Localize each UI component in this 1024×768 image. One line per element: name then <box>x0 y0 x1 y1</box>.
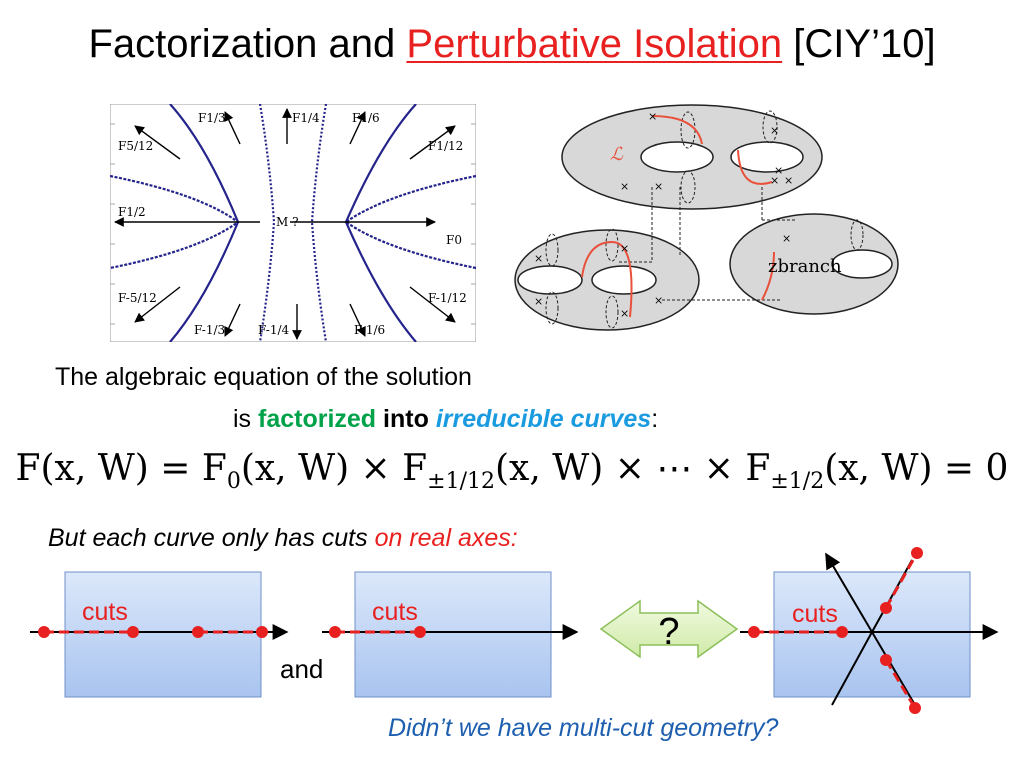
text-factorized: factorized <box>258 405 377 433</box>
label-f1-2: F1/2 <box>118 205 146 219</box>
title-suffix: [CIY’10] <box>782 22 936 66</box>
eq-part-4: (x, W) = 0 <box>824 448 1009 489</box>
cuts-statement-prefix: But each curve only has cuts <box>48 524 375 552</box>
svg-text:×: × <box>620 307 629 320</box>
text-line-1: The algebraic equation of the solution <box>55 363 472 391</box>
text-colon: : <box>651 405 659 433</box>
right-figure-tori: ××× ×××× ×××× ×× ℒ zbranch <box>514 104 899 331</box>
text-line-2: is factorized into irreducible curves: <box>233 405 658 434</box>
svg-text:×: × <box>784 174 793 187</box>
cuts-label-2: cuts <box>372 598 418 626</box>
eq-part-1: F(x, W) = F <box>15 448 227 489</box>
label-f1-6: F1/6 <box>352 111 380 125</box>
text-into: into <box>376 405 436 433</box>
svg-text:×: × <box>620 242 629 255</box>
label-f-1-3: F-1/3 <box>194 323 225 337</box>
eq-sub-0: 0 <box>226 469 241 494</box>
svg-text:×: × <box>534 252 543 265</box>
eq-part-3: (x, W) × ⋯ × F <box>494 448 771 489</box>
cuts-statement: But each curve only has cuts on real axe… <box>48 524 518 553</box>
label-f1-4: F1/4 <box>292 111 320 125</box>
plane-box-3 <box>773 571 971 698</box>
cut-diagrams: cuts cuts ? cuts <box>30 547 999 714</box>
and-label: and <box>280 654 324 684</box>
eq-part-2: (x, W) × F <box>240 448 428 489</box>
double-arrow <box>599 599 739 659</box>
slide-title: Factorization and Perturbative Isolation… <box>0 22 1024 67</box>
label-f-1-12: F-1/12 <box>428 291 467 305</box>
label-f-1-4: F-1/4 <box>258 323 290 337</box>
label-f1-3: F1/3 <box>198 111 226 125</box>
title-highlight: Perturbative Isolation <box>406 22 783 66</box>
text-irreducible-curves: irreducible curves <box>435 405 652 433</box>
label-z-branch: zbranch <box>768 256 842 277</box>
plane-box-2 <box>354 571 552 698</box>
label-f0: F0 <box>446 233 462 247</box>
svg-text:×: × <box>534 295 543 308</box>
label-script-l: ℒ <box>610 144 624 165</box>
cuts-label-3: cuts <box>792 600 838 628</box>
svg-text:×: × <box>654 180 663 193</box>
label-f1-12: F1/12 <box>428 139 463 153</box>
factorization-equation: F(x, W) = F0(x, W) × F±1/12(x, W) × ⋯ × … <box>0 448 1024 494</box>
text-is: is <box>233 405 258 433</box>
bottom-question: Didn’t we have multi-cut geometry? <box>388 714 779 742</box>
cuts-statement-highlight: on real axes: <box>374 524 518 552</box>
title-prefix: Factorization and <box>88 22 407 66</box>
label-m-question: M ? <box>276 215 299 229</box>
plane-box-1 <box>64 571 262 698</box>
svg-text:×: × <box>654 294 663 307</box>
left-figure-plot: F1/3 F1/4 F1/6 F5/12 F1/12 F1/2 M ? F0 F… <box>110 104 476 342</box>
svg-text:×: × <box>782 232 791 245</box>
label-f-5-12: F-5/12 <box>118 291 157 305</box>
eq-sub-1: ±1/12 <box>427 469 495 494</box>
svg-text:×: × <box>620 180 629 193</box>
cuts-label-1: cuts <box>82 598 128 626</box>
label-f5-12: F5/12 <box>118 139 153 153</box>
svg-text:×: × <box>770 174 779 187</box>
svg-text:×: × <box>774 164 783 177</box>
label-f-1-6: F-1/6 <box>354 323 385 337</box>
question-mark: ? <box>658 611 679 653</box>
svg-text:×: × <box>648 110 657 123</box>
eq-sub-2: ±1/2 <box>770 469 825 494</box>
svg-text:×: × <box>770 124 779 137</box>
